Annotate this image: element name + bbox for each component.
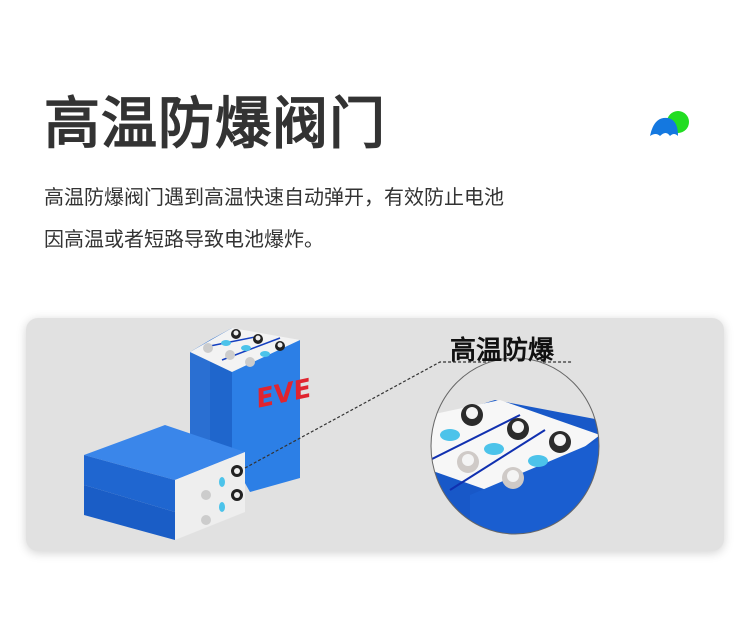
cloud-sun-logo-icon (650, 111, 689, 136)
callout-leader-line (244, 361, 572, 469)
description: 高温防爆阀门遇到高温快速自动弹开，有效防止电池 因高温或者短路导致电池爆炸。 (44, 176, 624, 260)
description-line-2: 因高温或者短路导致电池爆炸。 (44, 227, 324, 251)
horizontal-battery-stack (84, 425, 245, 540)
vertical-battery-stack: EVE (190, 328, 315, 492)
product-figure-panel: EVE (26, 318, 724, 551)
callout-label: 高温防爆 (450, 336, 555, 366)
zoom-detail-circle (430, 357, 600, 535)
battery-illustration: EVE (84, 328, 600, 540)
page-title: 高温防爆阀门 (44, 92, 386, 157)
description-line-1: 高温防爆阀门遇到高温快速自动弹开，有效防止电池 (44, 185, 504, 209)
